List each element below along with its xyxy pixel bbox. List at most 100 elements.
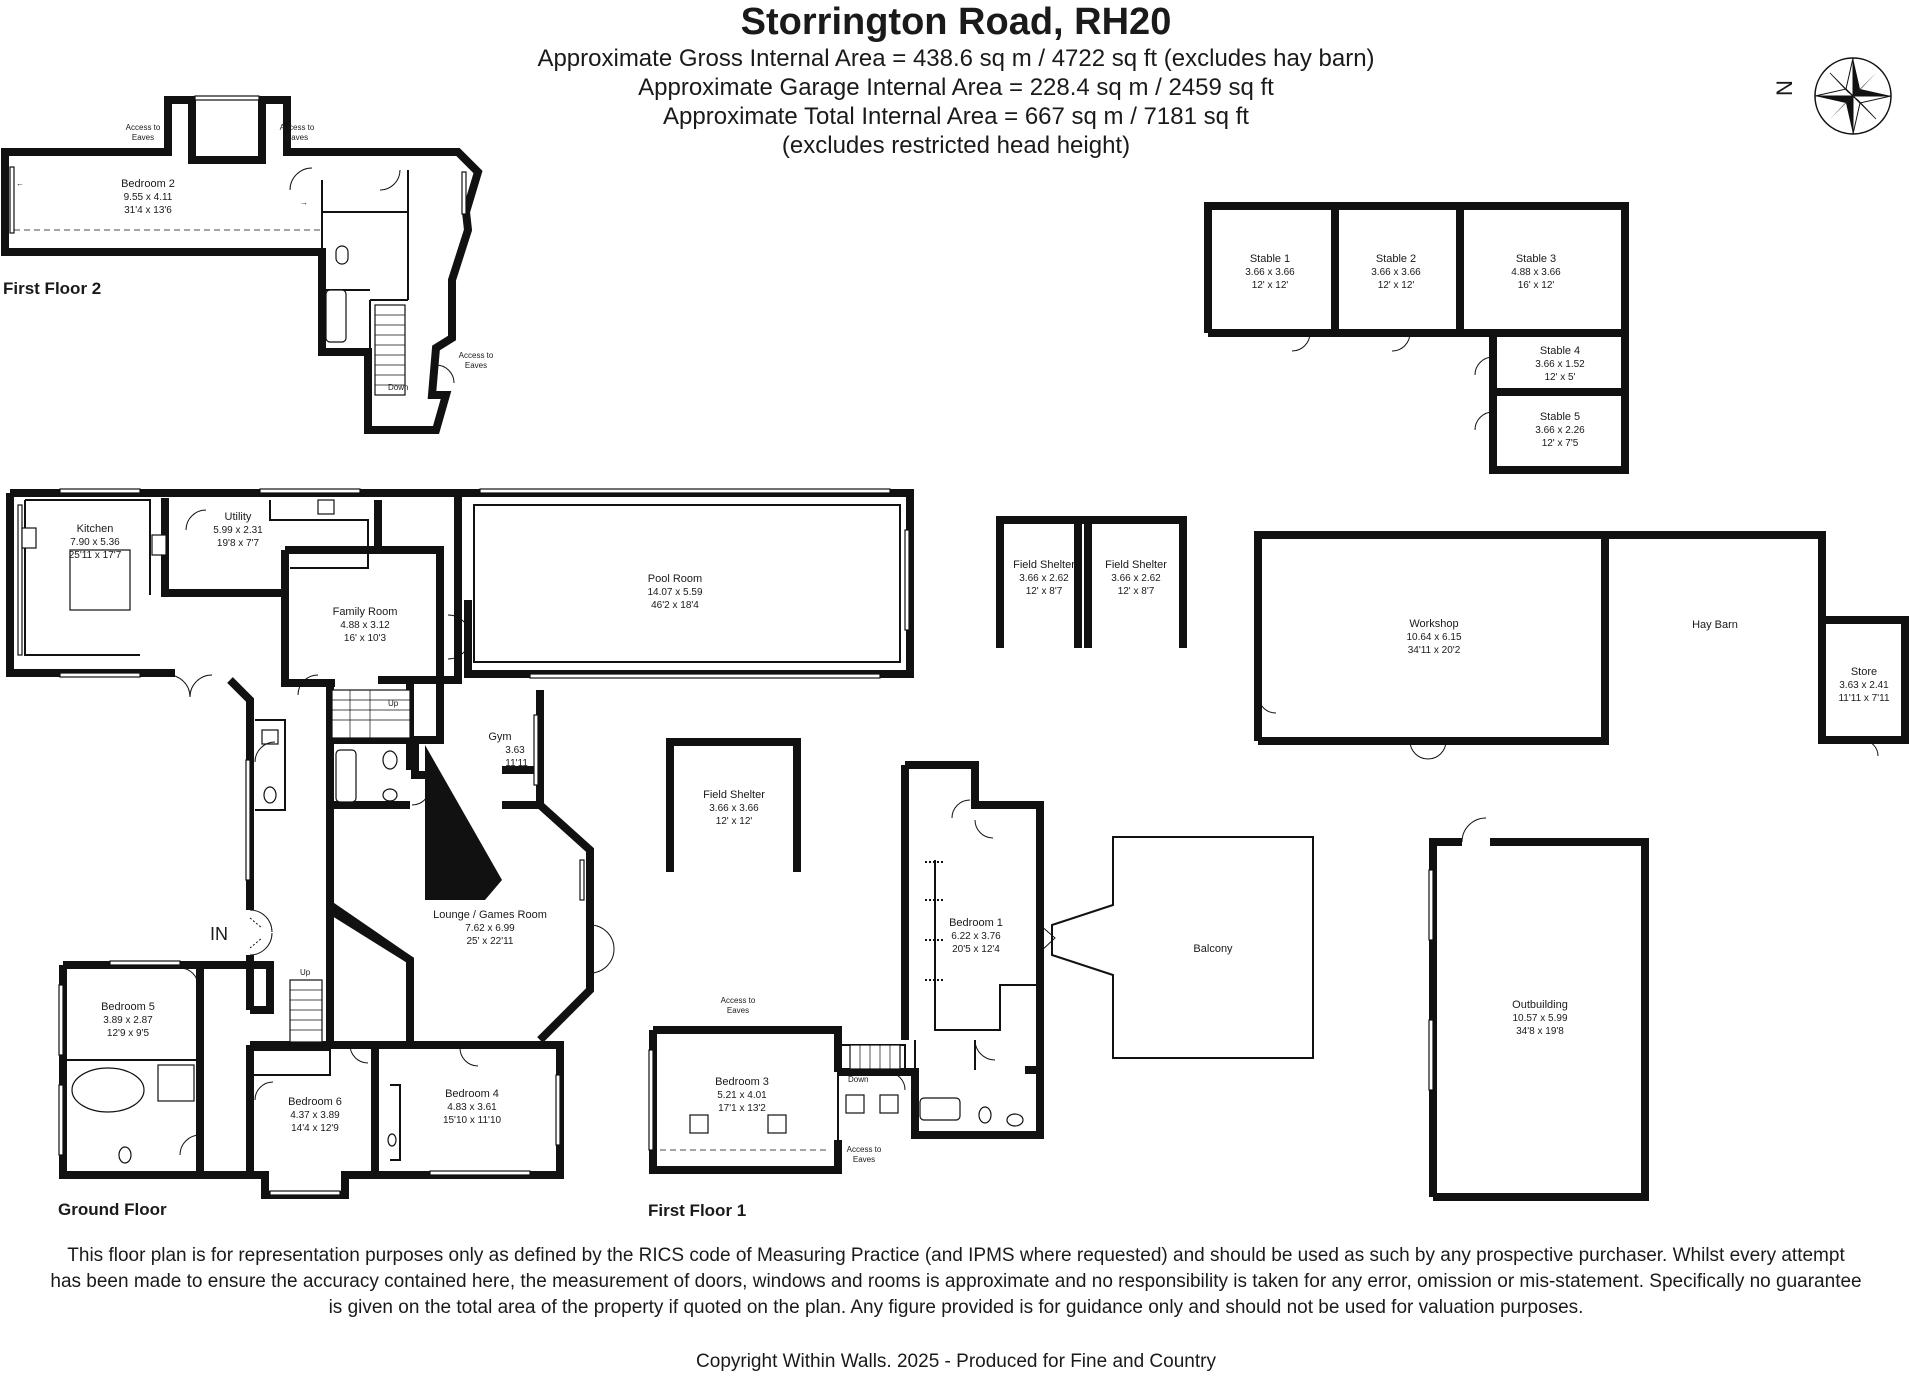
- gross-area-line: Approximate Gross Internal Area = 438.6 …: [537, 45, 1375, 72]
- garage-area-line: Approximate Garage Internal Area = 228.4…: [638, 74, 1274, 101]
- bedroom-4-imperial: 15'10 x 11'10: [443, 1115, 502, 1126]
- field-shelter-b-imperial: 12' x 8'7: [1118, 586, 1155, 597]
- first-floor-1-staircase: [849, 1044, 901, 1070]
- bedroom-2-imperial: 31'4 x 13'6: [124, 205, 172, 216]
- eaves-access-note: Access to: [721, 996, 756, 1005]
- first-floor-1-label: First Floor 1: [648, 1201, 746, 1220]
- first-floor-2-plan: ← → Down Bedroom 2 9.55 x 4.11 31'4 x 13…: [1, 95, 494, 434]
- field-shelter-c-name: Field Shelter: [703, 789, 765, 801]
- eaves-access-note: Access to: [280, 123, 315, 132]
- field-shelter-a-imperial: 12' x 8'7: [1026, 586, 1063, 597]
- eaves-access-note: Eaves: [465, 361, 487, 370]
- store-metric: 3.63 x 2.41: [1839, 680, 1889, 691]
- field-shelter-b-name: Field Shelter: [1105, 559, 1167, 571]
- field-shelter-c-imperial: 12' x 12': [716, 816, 753, 827]
- stable-4-imperial: 12' x 5': [1544, 372, 1575, 383]
- svg-text:←: ←: [16, 179, 24, 188]
- stable-2-name: Stable 2: [1376, 253, 1416, 265]
- stable-1-imperial: 12' x 12': [1252, 280, 1289, 291]
- head-height-note: (excludes restricted head height): [781, 132, 1131, 159]
- copyright-text: Copyright Within Walls. 2025 - Produced …: [696, 1351, 1216, 1372]
- utility-metric: 5.99 x 2.31: [213, 525, 263, 536]
- field-shelters-block: Field Shelter 3.66 x 2.62 12' x 8'7 Fiel…: [996, 516, 1187, 648]
- eaves-access-note: Access to: [847, 1145, 882, 1154]
- eaves-access-note: Eaves: [286, 133, 308, 142]
- field-shelter-b-metric: 3.66 x 2.62: [1111, 573, 1161, 584]
- lounge-games-room-name: Lounge / Games Room: [433, 909, 547, 921]
- balcony-name: Balcony: [1193, 943, 1233, 955]
- hay-barn-name: Hay Barn: [1692, 619, 1738, 631]
- stable-2-metric: 3.66 x 3.66: [1371, 267, 1421, 278]
- stable-3-metric: 4.88 x 3.66: [1511, 267, 1561, 278]
- stable-1-metric: 3.66 x 3.66: [1245, 267, 1295, 278]
- workshop-name: Workshop: [1409, 618, 1458, 630]
- eaves-access-note: Access to: [459, 351, 494, 360]
- stable-3-imperial: 16' x 12': [1518, 280, 1555, 291]
- kitchen-name: Kitchen: [77, 523, 114, 535]
- stable-3-name: Stable 3: [1516, 253, 1556, 265]
- stable-1-name: Stable 1: [1250, 253, 1290, 265]
- bedroom-6-name: Bedroom 6: [288, 1096, 342, 1108]
- eaves-access-note: Eaves: [853, 1155, 875, 1164]
- family-room-metric: 4.88 x 3.12: [340, 620, 390, 631]
- lounge-games-room-imperial: 25' x 22'11: [466, 936, 513, 947]
- entrance-in-label: IN: [210, 924, 228, 944]
- gym-name: Gym: [488, 731, 511, 743]
- total-area-line: Approximate Total Internal Area = 667 sq…: [663, 103, 1249, 130]
- bedroom-3-imperial: 17'1 x 13'2: [718, 1103, 766, 1114]
- kitchen-metric: 7.90 x 5.36: [70, 537, 120, 548]
- bedroom-5-metric: 3.89 x 2.87: [103, 1015, 153, 1026]
- compass-rose-icon: N: [1772, 57, 1892, 135]
- bedroom-3-metric: 5.21 x 4.01: [717, 1090, 767, 1101]
- eaves-access-note: Eaves: [132, 133, 154, 142]
- stables-block: Stable 1 3.66 x 3.66 12' x 12' Stable 2 …: [1204, 202, 1629, 474]
- bedroom-6-stair-up-label: Up: [300, 968, 311, 977]
- eaves-access-note: Eaves: [727, 1006, 749, 1015]
- kitchen-imperial: 25'11 x 17'7: [69, 550, 122, 561]
- field-shelter-a-metric: 3.66 x 2.62: [1019, 573, 1069, 584]
- bedroom-3-name: Bedroom 3: [715, 1076, 769, 1088]
- bedroom-1-metric: 6.22 x 3.76: [951, 931, 1001, 942]
- ground-floor-staircase: [331, 689, 411, 739]
- core-stair-up-label: Up: [388, 699, 399, 708]
- pool-room-metric: 14.07 x 5.59: [647, 587, 702, 598]
- disclaimer-text: This floor plan is for representation pu…: [50, 1245, 1862, 1318]
- stable-5-name: Stable 5: [1540, 411, 1580, 423]
- first-floor-2-stair-down-label: Down: [388, 383, 408, 392]
- bedroom-6-imperial: 14'4 x 12'9: [291, 1123, 339, 1134]
- ground-floor-label: Ground Floor: [58, 1200, 167, 1219]
- bedroom-4-name: Bedroom 4: [445, 1088, 499, 1100]
- bedroom-6-metric: 4.37 x 3.89: [290, 1110, 340, 1121]
- utility-name: Utility: [225, 511, 252, 523]
- workshop-haybarn-block: Workshop 10.64 x 6.15 34'11 x 20'2 Hay B…: [1254, 531, 1909, 760]
- bedroom-1-name: Bedroom 1: [949, 917, 1003, 929]
- first-floor-1-stair-down-label: Down: [848, 1075, 868, 1084]
- bedroom-6-staircase: [289, 979, 323, 1043]
- bedroom-4-metric: 4.83 x 3.61: [447, 1102, 497, 1113]
- outbuilding-block: Outbuilding 10.57 x 5.99 34'8 x 19'8: [1428, 817, 1649, 1201]
- field-shelter-single: Field Shelter 3.66 x 3.66 12' x 12': [666, 738, 801, 872]
- field-shelter-a-name: Field Shelter: [1013, 559, 1075, 571]
- svg-text:→: →: [300, 198, 308, 207]
- ground-floor-plan: Kitchen 7.90 x 5.36 25'11 x 17'7 Utility…: [6, 488, 914, 1219]
- outbuilding-name: Outbuilding: [1512, 999, 1568, 1011]
- workshop-imperial: 34'11 x 20'2: [1408, 645, 1461, 656]
- outbuilding-metric: 10.57 x 5.99: [1512, 1013, 1567, 1024]
- field-shelter-c-metric: 3.66 x 3.66: [709, 803, 759, 814]
- stable-4-metric: 3.66 x 1.52: [1535, 359, 1585, 370]
- store-name: Store: [1851, 666, 1877, 678]
- stable-5-metric: 3.66 x 2.26: [1535, 425, 1585, 436]
- bedroom-5-name: Bedroom 5: [101, 1001, 155, 1013]
- bedroom-2-name: Bedroom 2: [121, 178, 175, 190]
- workshop-metric: 10.64 x 6.15: [1406, 632, 1461, 643]
- plan-title: Storrington Road, RH20: [740, 1, 1172, 43]
- bedroom-5-imperial: 12'9 x 9'5: [107, 1028, 150, 1039]
- first-floor-2-staircase: [374, 304, 406, 396]
- utility-imperial: 19'8 x 7'7: [217, 538, 260, 549]
- stable-4-name: Stable 4: [1540, 345, 1580, 357]
- stable-2-imperial: 12' x 12': [1378, 280, 1415, 291]
- first-floor-1-plan: Bedroom 1 6.22 x 3.76 20'5 x 12'4 Down B…: [648, 761, 1314, 1220]
- outbuilding-imperial: 34'8 x 19'8: [1516, 1026, 1564, 1037]
- family-room-imperial: 16' x 10'3: [344, 633, 387, 644]
